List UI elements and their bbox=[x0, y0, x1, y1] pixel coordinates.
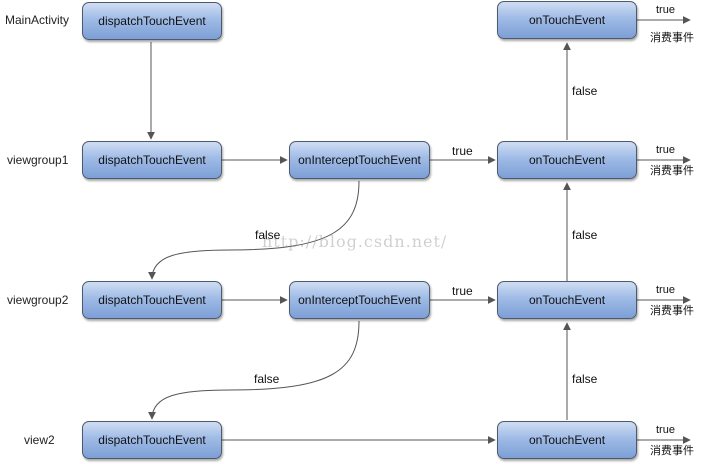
consume-true-view2: true bbox=[656, 424, 675, 436]
node-ontouch-viewgroup2: onTouchEvent bbox=[497, 281, 637, 319]
edge-label-vg1-false: false bbox=[255, 228, 281, 242]
row-label-viewgroup2: viewgroup2 bbox=[7, 293, 69, 307]
consume-true-viewgroup2: true bbox=[656, 284, 675, 296]
consume-text-viewgroup2: 消费事件 bbox=[650, 305, 694, 317]
consume-true-mainactivity: true bbox=[656, 4, 675, 16]
node-dispatch-view2: dispatchTouchEvent bbox=[82, 421, 222, 459]
consume-text-view2: 消费事件 bbox=[650, 445, 694, 457]
consume-text-mainactivity: 消费事件 bbox=[650, 32, 694, 44]
watermark: http://blog.csdn.net/ bbox=[262, 232, 448, 251]
edge-label-vg2-false: false bbox=[254, 372, 280, 386]
node-dispatch-mainactivity: dispatchTouchEvent bbox=[82, 2, 222, 40]
node-ontouch-viewgroup1: onTouchEvent bbox=[497, 141, 637, 179]
node-dispatch-viewgroup1: dispatchTouchEvent bbox=[82, 141, 222, 179]
node-dispatch-viewgroup2: dispatchTouchEvent bbox=[82, 281, 222, 319]
node-intercept-viewgroup2: onInterceptTouchEvent bbox=[289, 281, 430, 319]
row-label-mainactivity: MainActivity bbox=[5, 13, 70, 27]
edge-label-up-view2: false bbox=[572, 372, 598, 386]
edge-label-vg2-true: true bbox=[452, 284, 473, 298]
node-ontouch-view2: onTouchEvent bbox=[497, 421, 637, 459]
row-label-view2: view2 bbox=[24, 433, 55, 447]
edge-label-up-vg1: false bbox=[572, 84, 598, 98]
edge-label-up-vg2: false bbox=[572, 228, 598, 242]
consume-text-viewgroup1: 消费事件 bbox=[650, 165, 694, 177]
edge-label-vg1-true: true bbox=[452, 144, 473, 158]
row-label-viewgroup1: viewgroup1 bbox=[7, 153, 69, 167]
node-ontouch-mainactivity: onTouchEvent bbox=[497, 1, 637, 39]
arrow-vg1-intercept-false bbox=[148, 180, 360, 280]
consume-true-viewgroup1: true bbox=[656, 144, 675, 156]
node-intercept-viewgroup1: onInterceptTouchEvent bbox=[289, 141, 430, 179]
arrow-vg2-intercept-false bbox=[148, 320, 360, 420]
